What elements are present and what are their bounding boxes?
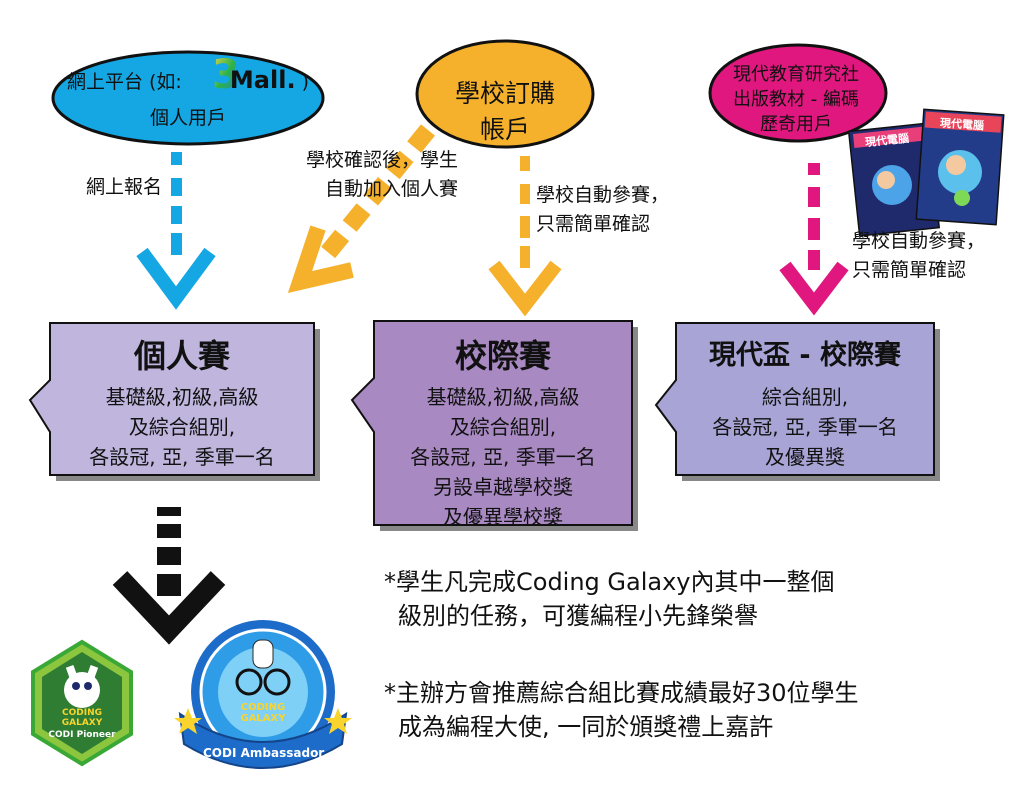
publisher-auto-line2: 只需簡單確認: [852, 259, 967, 281]
modern-cup-line: 綜合組別,: [761, 385, 849, 409]
online-signup-arrow: [171, 152, 182, 255]
ambassador-brand: CODING GALAXY: [233, 702, 293, 724]
publisher-label: 現代教育研究社 出版教材 - 編碼 歷奇用戶: [716, 62, 876, 137]
school-line1: 學校訂購: [454, 79, 555, 108]
brand-3-logo: 3: [212, 52, 240, 98]
note-ambassador-line2: 成為編程大使, 一同於頒獎禮上嘉許: [398, 713, 774, 741]
note-pioneer-line1: *學生凡完成Coding Galaxy內其中一整個: [384, 568, 835, 596]
inter-school-line: 及優異學校獎: [443, 505, 563, 529]
note-ambassador-line1: *主辦方會推薦綜合組比賽成績最好30位學生: [384, 679, 859, 707]
inter-school-card: 校際賽 基礎級,初級,高級 及綜合組別, 各設冠, 亞, 季軍一名 另設卓越學校…: [374, 334, 632, 532]
individual-card: 個人賽 基礎級,初級,高級 及綜合組別, 各設冠, 亞, 季軍一名: [50, 334, 314, 472]
publisher-line2: 出版教材 - 編碼: [733, 89, 859, 110]
modern-cup-card: 現代盃 - 校際賽 綜合組別, 各設冠, 亞, 季軍一名 及優異獎: [676, 334, 934, 472]
publisher-line1: 現代教育研究社: [733, 64, 859, 85]
online-line1-prefix: 網上平台 (如:: [66, 71, 182, 93]
online-line2: 個人用戶: [149, 107, 226, 129]
inter-school-line: 另設卓越學校獎: [433, 475, 573, 499]
ambassador-brand-top: CODING: [240, 702, 286, 713]
publisher-auto-line1: 學校自動參賽，: [852, 230, 986, 252]
school-confirm-line1: 學校確認後，學生: [305, 149, 458, 171]
online-signup-label: 網上報名: [85, 176, 162, 198]
inter-school-card-shape: [350, 320, 638, 531]
individual-line: 及綜合組別,: [128, 415, 236, 439]
inter-school-line: 各設冠, 亞, 季軍一名: [410, 445, 596, 469]
inter-school-line: 及綜合組別,: [449, 415, 557, 439]
individual-line: 各設冠, 亞, 季軍一名: [89, 445, 275, 469]
modern-cup-card-shape: [654, 322, 940, 481]
award-arrow: [157, 507, 181, 596]
individual-card-title: 個人賽: [133, 337, 230, 375]
individual-card-shape: [28, 322, 320, 481]
school-auto-label: 學校自動參賽， 只需簡單確認: [536, 181, 706, 239]
publisher-auto-label: 學校自動參賽， 只需簡單確認: [852, 227, 1022, 285]
mall-wordmark: Mall.: [229, 66, 296, 94]
note-pioneer: *學生凡完成Coding Galaxy內其中一整個 級別的任務，可獲編程小先鋒榮…: [384, 565, 835, 633]
publisher-line3: 歷奇用戶: [760, 114, 832, 135]
codi-pioneer-badge: [31, 639, 133, 767]
inter-school-card-title: 校際賽: [454, 337, 551, 375]
ambassador-brand-bottom: GALAXY: [240, 713, 286, 724]
pioneer-brand-bottom: GALAXY: [61, 718, 103, 728]
school-auto-line2: 只需簡單確認: [536, 213, 651, 235]
inter-school-line: 基礎級,初級,高級: [426, 385, 580, 409]
note-ambassador: *主辦方會推薦綜合組比賽成績最好30位學生 成為編程大使, 一同於頒獎禮上嘉許: [384, 676, 859, 744]
textbook-covers: [847, 108, 1005, 237]
school-account-oval: [415, 39, 595, 149]
publisher-auto-arrow: [808, 163, 820, 270]
pioneer-brand-top: CODING: [62, 708, 102, 718]
ambassador-label: CODI Ambassador: [203, 746, 325, 760]
school-confirm-label: 學校確認後，學生 自動加入個人賽: [258, 146, 458, 204]
online-line1-suffix: ): [301, 71, 310, 93]
school-auto-line1: 學校自動參賽，: [536, 184, 670, 206]
modern-cup-line: 及優異獎: [765, 445, 845, 469]
online-platform-label: 網上平台 (如: Mall. ) 個人用戶: [58, 62, 318, 136]
codi-ambassador-badge: [174, 620, 352, 769]
school-auto-arrow: [520, 156, 530, 268]
school-confirm-arrow: [287, 124, 435, 294]
school-confirm-line2: 自動加入個人賽: [324, 178, 458, 200]
note-pioneer-line2: 級別的任務，可獲編程小先鋒榮譽: [398, 602, 758, 630]
individual-line: 基礎級,初級,高級: [105, 385, 259, 409]
modern-cup-line: 各設冠, 亞, 季軍一名: [712, 415, 898, 439]
school-account-label: 學校訂購 帳戶: [430, 76, 580, 148]
modern-cup-card-title: 現代盃 - 校際賽: [708, 340, 901, 371]
pioneer-brand: CODING GALAXY: [52, 708, 112, 728]
online-platform-oval: [51, 50, 325, 146]
publisher-oval: [708, 43, 888, 143]
pioneer-label: CODI Pioneer: [48, 730, 116, 740]
school-line2: 帳戶: [479, 115, 530, 144]
